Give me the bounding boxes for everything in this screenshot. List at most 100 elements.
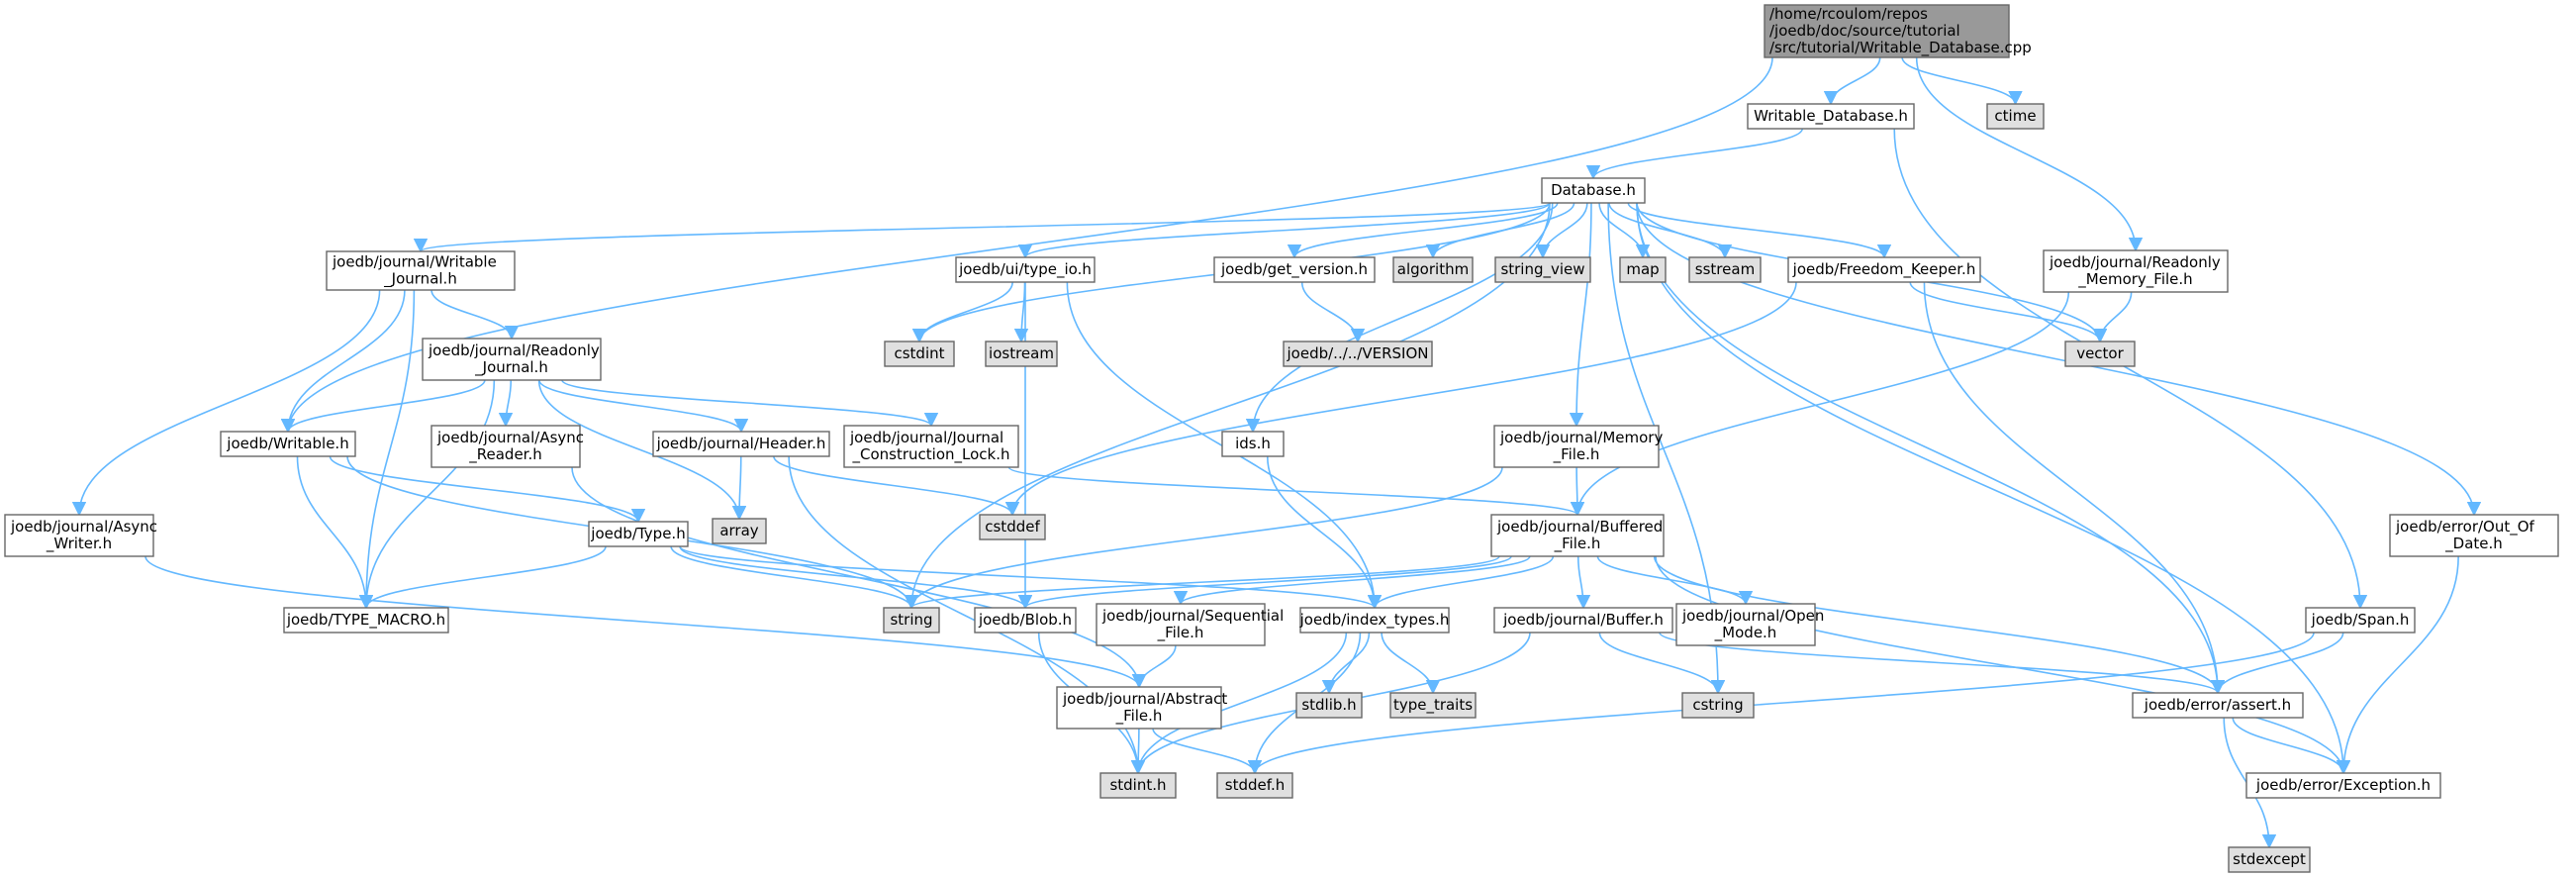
- edge-line: [329, 455, 646, 524]
- node-blob-h[interactable]: joedb/Blob.h: [974, 607, 1077, 634]
- edge-writable-h-to-type-macro-h: [296, 455, 374, 610]
- node-sequential-file-h[interactable]: joedb/journal/Sequential_File.h: [1096, 603, 1284, 646]
- edge-readonly-journal-h-to-construction-lock-h: [561, 379, 938, 428]
- node-span-h[interactable]: joedb/Span.h: [2305, 607, 2416, 634]
- node-type-traits[interactable]: type_traits: [1389, 692, 1477, 719]
- node-writable-database-h[interactable]: Writable_Database.h: [1747, 103, 1915, 130]
- node-cstring[interactable]: cstring: [1681, 692, 1755, 719]
- edge-line: [1245, 202, 1554, 434]
- node-memory-file-h[interactable]: joedb/journal/Memory_File.h: [1493, 425, 1663, 468]
- node-box: [588, 521, 689, 547]
- node-array[interactable]: array: [712, 518, 767, 544]
- node-buffer-h[interactable]: joedb/journal/Buffer.h: [1493, 607, 1673, 634]
- node-label: _Mode.h: [1714, 624, 1777, 642]
- node-construction-lock-h[interactable]: joedb/journal/Journal_Construction_Lock.…: [843, 425, 1019, 468]
- node-async-writer-h[interactable]: joedb/journal/Async_Writer.h: [4, 514, 157, 557]
- node-stdexcept[interactable]: stdexcept: [2228, 846, 2311, 873]
- node-box: [979, 514, 1046, 540]
- node-stddef-h[interactable]: stddef.h: [1216, 772, 1293, 799]
- node-sstream[interactable]: sstream: [1688, 256, 1762, 283]
- edge-span-h-to-stddef-h: [1248, 632, 2315, 775]
- edge-line: [1007, 466, 1584, 517]
- edge-type-io-h-to-index-types-h: [1066, 281, 1383, 610]
- node-get-version-h[interactable]: joedb/get_version.h: [1213, 256, 1376, 283]
- edge-line: [1066, 281, 1383, 610]
- node-box: [1221, 431, 1285, 457]
- node-box: [1675, 603, 1816, 646]
- node-label: joedb/journal/Abstract: [1062, 690, 1227, 708]
- node-stdint-h[interactable]: stdint.h: [1099, 772, 1177, 799]
- node-freedom-keeper-h[interactable]: joedb/Freedom_Keeper.h: [1787, 256, 1981, 283]
- node-box: [955, 256, 1096, 283]
- node-type-io-h[interactable]: joedb/ui/type_io.h: [955, 256, 1096, 283]
- edge-layer: [71, 56, 2482, 849]
- node-writable-h[interactable]: joedb/Writable.h: [220, 431, 356, 457]
- node-abstract-file-h[interactable]: joedb/journal/Abstract_File.h: [1056, 686, 1227, 730]
- node-version[interactable]: joedb/../../VERSION: [1283, 341, 1433, 367]
- node-box: [1295, 692, 1363, 719]
- node-algorithm[interactable]: algorithm: [1392, 256, 1474, 283]
- edge-buffered-file-h-to-exception-h: [1655, 555, 2351, 775]
- node-box: [843, 425, 1019, 468]
- edge-line: [1636, 202, 2482, 517]
- node-iostream[interactable]: iostream: [985, 341, 1058, 367]
- node-exception-h[interactable]: joedb/error/Exception.h: [2245, 772, 2441, 799]
- node-cstdint[interactable]: cstdint: [884, 341, 955, 367]
- edge-line: [144, 555, 1146, 689]
- edge-line: [1569, 202, 1592, 428]
- node-map[interactable]: map: [1619, 256, 1667, 283]
- node-box: [1216, 772, 1293, 799]
- node-box: [326, 250, 516, 291]
- node-type-macro-h[interactable]: joedb/TYPE_MACRO.h: [283, 607, 449, 634]
- node-type-h[interactable]: joedb/Type.h: [588, 521, 689, 547]
- node-ctime[interactable]: ctime: [1986, 103, 2045, 130]
- node-index-types-h[interactable]: joedb/index_types.h: [1299, 607, 1450, 634]
- edge-line: [1013, 281, 1029, 343]
- edge-line: [1575, 555, 1591, 610]
- edge-buffered-file-h-to-sequential-file-h: [1174, 555, 1531, 606]
- node-database-h[interactable]: Database.h: [1541, 177, 1646, 204]
- edge-freedom-keeper-h-to-vector: [1909, 281, 2108, 343]
- edge-line: [1823, 56, 1881, 106]
- node-label: cstring: [1692, 696, 1743, 714]
- node-layer: /home/rcoulom/repos/joedb/doc/source/tut…: [4, 4, 2559, 873]
- node-header-h[interactable]: joedb/journal/Header.h: [652, 431, 830, 457]
- node-buffered-file-h[interactable]: joedb/journal/Buffered_File.h: [1490, 514, 1665, 557]
- node-ids-h[interactable]: ids.h: [1221, 431, 1285, 457]
- edge-writable-journal-h-to-type-macro-h: [358, 289, 416, 610]
- edge-database-h-to-map: [1598, 202, 1651, 259]
- node-label: ids.h: [1235, 435, 1271, 452]
- edge-line: [498, 379, 514, 428]
- node-out-of-date-h[interactable]: joedb/error/Out_Of_Date.h: [2389, 514, 2559, 557]
- node-cstddef[interactable]: cstddef: [979, 514, 1046, 540]
- edge-line: [1655, 555, 2351, 775]
- edge-line: [1266, 455, 1383, 610]
- node-box: [1619, 256, 1667, 283]
- node-label: type_traits: [1393, 696, 1473, 715]
- edge-line: [1923, 281, 2226, 695]
- node-string[interactable]: string: [883, 607, 940, 634]
- node-root[interactable]: /home/rcoulom/repos/joedb/doc/source/tut…: [1764, 4, 2032, 58]
- edge-line: [1901, 56, 2023, 106]
- edge-line: [1018, 202, 1551, 259]
- node-async-reader-h[interactable]: joedb/journal/Async_Reader.h: [430, 425, 584, 468]
- node-label: _File.h: [1554, 535, 1601, 553]
- edge-writable-journal-h-to-writable-h: [280, 289, 406, 434]
- edge-out-of-date-h-to-exception-h: [2336, 555, 2459, 775]
- edge-readonly-journal-h-to-writable-h: [280, 379, 486, 434]
- edge-buffered-file-h-to-blob-h: [1018, 555, 1512, 610]
- edge-index-types-h-to-stdlib-h: [1321, 632, 1371, 695]
- edge-database-h-to-assert-h: [1636, 202, 2226, 695]
- node-label: stdint.h: [1109, 776, 1166, 794]
- node-assert-h[interactable]: joedb/error/assert.h: [2132, 692, 2304, 719]
- edge-type-io-h-to-cstdint: [911, 281, 1013, 343]
- node-readonly-memory-file-h[interactable]: joedb/journal/Readonly_Memory_File.h: [2043, 249, 2229, 293]
- edge-line: [1909, 281, 2108, 343]
- node-string-view[interactable]: string_view: [1494, 256, 1591, 283]
- node-readonly-journal-h[interactable]: joedb/journal/Readonly_Journal.h: [422, 338, 602, 381]
- node-writable-journal-h[interactable]: joedb/journal/Writable_Journal.h: [326, 250, 516, 291]
- node-vector[interactable]: vector: [2064, 341, 2136, 367]
- node-open-mode-h[interactable]: joedb/journal/Open_Mode.h: [1675, 603, 1824, 646]
- node-stdlib-h[interactable]: stdlib.h: [1295, 692, 1363, 719]
- node-label: joedb/Type.h: [590, 525, 685, 542]
